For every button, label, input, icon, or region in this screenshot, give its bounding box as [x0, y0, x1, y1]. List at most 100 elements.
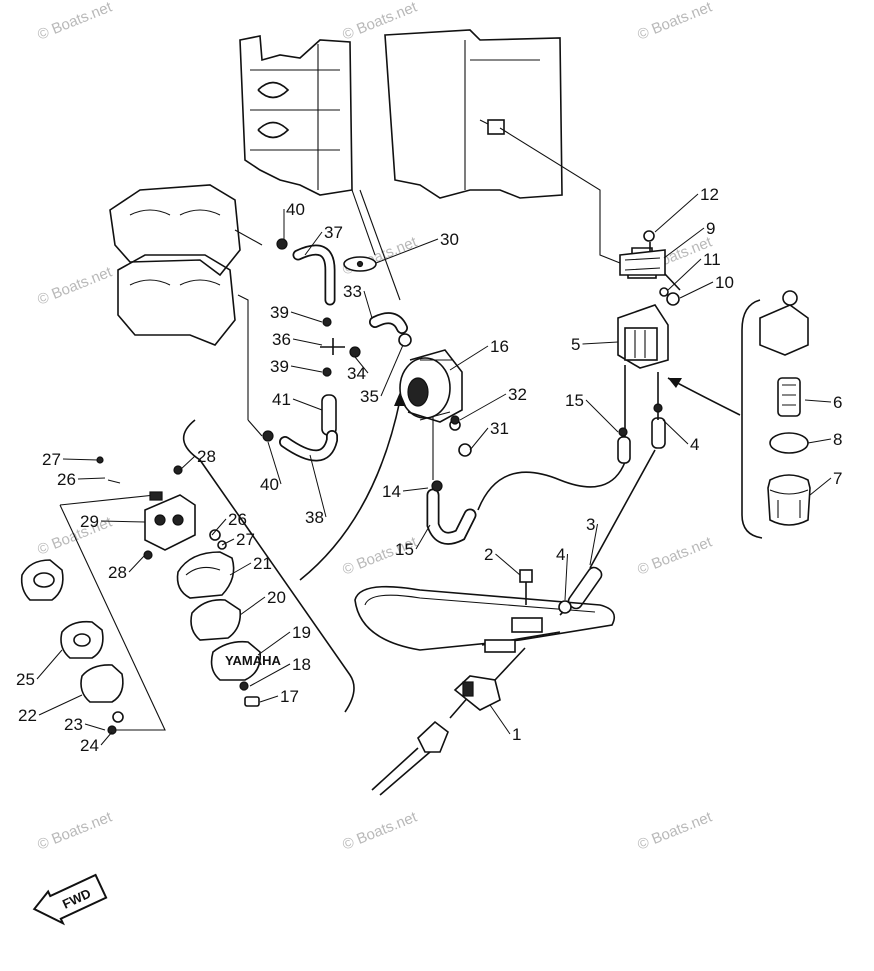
small-parts: [262, 238, 663, 614]
callout-16: 16: [490, 337, 509, 356]
leader-line: [469, 427, 489, 451]
callout-29: 29: [80, 512, 99, 531]
leader-line: [489, 704, 511, 735]
leader-line: [809, 477, 832, 496]
leader-line: [239, 596, 266, 616]
callout-11: 11: [703, 250, 721, 269]
carburetor-outlines: [109, 184, 263, 420]
callout-31: 31: [490, 419, 509, 438]
callout-1: 1: [512, 725, 521, 744]
callout-28: 28: [108, 563, 127, 582]
svg-text:YAMAHA: YAMAHA: [225, 653, 281, 668]
callout-28: 28: [197, 447, 216, 466]
leader-line: [375, 238, 439, 264]
leader-line: [211, 518, 227, 536]
watermark-text: © Boats.net: [35, 263, 115, 309]
leader-line: [290, 311, 323, 323]
filter-inset: [667, 290, 811, 539]
leader-line: [249, 663, 291, 687]
fwd-arrow-icon: FWD: [32, 873, 108, 926]
callout-27: 27: [236, 530, 255, 549]
arrow-head: [394, 392, 406, 406]
callout-26: 26: [57, 470, 76, 489]
callout-14: 14: [382, 482, 401, 501]
leader-line: [128, 554, 146, 573]
callout-37: 37: [324, 223, 343, 242]
leader-line: [267, 441, 282, 485]
cowling-outline: [354, 585, 616, 653]
leader-line: [292, 338, 323, 346]
callout-39: 39: [270, 303, 289, 322]
callout-4: 4: [556, 545, 565, 564]
callout-23: 23: [64, 715, 83, 734]
callout-12: 12: [700, 185, 719, 204]
callout-5: 5: [571, 335, 580, 354]
leader-line: [589, 523, 598, 566]
leader-line: [663, 227, 705, 259]
watermark-text: © Boats.net: [635, 0, 715, 44]
leader-line: [415, 524, 431, 550]
callout-35: 35: [360, 387, 379, 406]
watermark-text: © Boats.net: [340, 233, 420, 279]
leader-line: [290, 365, 323, 373]
callout-6: 6: [833, 393, 842, 412]
leader-line: [259, 695, 279, 703]
callout-38: 38: [305, 508, 324, 527]
leader-line: [804, 399, 832, 403]
watermark-text: © Boats.net: [635, 808, 715, 854]
leader-line: [229, 562, 252, 576]
callout-22: 22: [18, 706, 37, 725]
leader-line: [38, 694, 83, 716]
callout-8: 8: [833, 430, 842, 449]
engine-block-upper: [239, 29, 563, 199]
callout-20: 20: [267, 588, 286, 607]
watermark-text: © Boats.net: [35, 513, 115, 559]
callout-41: 41: [272, 390, 291, 409]
callout-15: 15: [395, 540, 414, 559]
fuel-pump-16: [398, 333, 463, 431]
leader-line: [221, 538, 235, 546]
callout-39: 39: [270, 357, 289, 376]
callout-7: 7: [833, 469, 842, 488]
leader-line: [495, 553, 521, 576]
callout-34: 34: [347, 364, 366, 383]
leader-line: [402, 487, 429, 492]
bracket-9: [619, 249, 666, 276]
leader-line: [449, 345, 489, 371]
callout-9: 9: [706, 219, 715, 238]
leader-line: [304, 231, 323, 256]
callout-18: 18: [292, 655, 311, 674]
fuel-joint-1: [371, 647, 526, 796]
callout-15: 15: [565, 391, 584, 410]
callout-2: 2: [484, 545, 493, 564]
leader-line: [679, 281, 714, 299]
watermark-text: © Boats.net: [35, 0, 115, 44]
leader-line: [564, 553, 568, 601]
watermark-text: © Boats.net: [340, 0, 420, 44]
leader-line: [354, 356, 369, 374]
leader-line: [807, 438, 832, 444]
callout-3: 3: [586, 515, 595, 534]
leader-line: [179, 455, 196, 471]
leader-line: [662, 419, 689, 445]
leader-line: [62, 458, 99, 461]
leader-line: [585, 399, 619, 433]
callout-30: 30: [440, 230, 459, 249]
leader-line: [100, 731, 113, 746]
connector-arrow: [299, 399, 401, 581]
callout-21: 21: [253, 554, 272, 573]
leader-line: [380, 344, 404, 397]
callout-19: 19: [292, 623, 311, 642]
callout-33: 33: [343, 282, 362, 301]
callout-32: 32: [508, 385, 527, 404]
callout-36: 36: [272, 330, 291, 349]
leader-line: [257, 631, 291, 656]
leader-line: [582, 341, 619, 345]
callout-10: 10: [715, 273, 734, 292]
pump-exploded-view: YAMAHA: [20, 419, 355, 735]
callout-leaders: [36, 193, 832, 746]
callout-24: 24: [80, 736, 99, 755]
leader-line: [309, 454, 327, 518]
